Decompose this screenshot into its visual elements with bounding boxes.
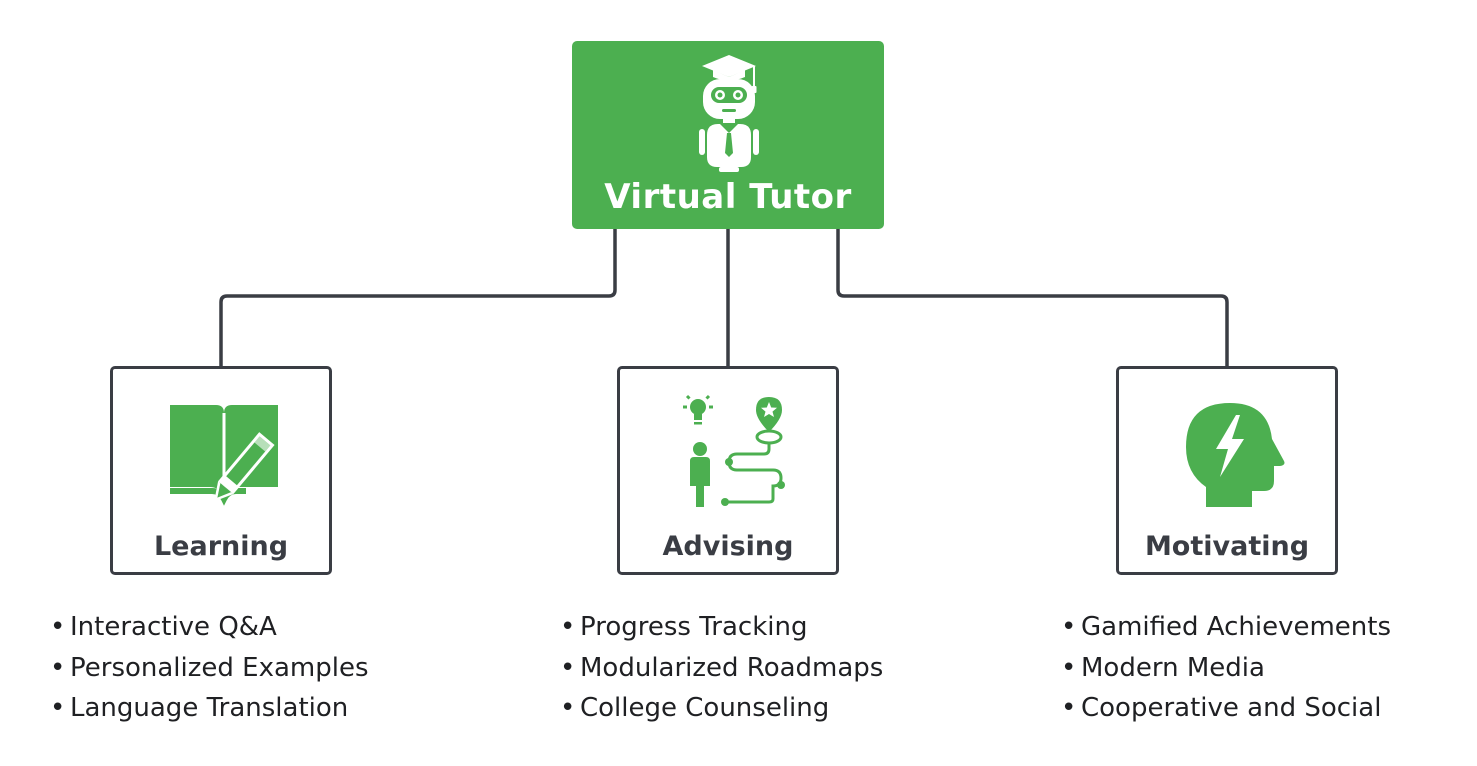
feature-list-motivating: •Gamified Achievements •Modern Media •Co… — [1061, 607, 1391, 729]
book-pencil-icon — [170, 405, 278, 506]
list-item: •Personalized Examples — [50, 652, 369, 683]
roadmap-person-icon — [683, 394, 785, 507]
list-item: •Progress Tracking — [560, 612, 808, 642]
list-item: •Cooperative and Social — [1061, 693, 1382, 723]
branch-title: Advising — [662, 531, 794, 562]
branch-motivating: Motivating — [1116, 366, 1338, 575]
root-node: Virtual Tutor — [572, 41, 884, 229]
branch-advising: Advising — [617, 366, 839, 575]
connector-learning — [219, 229, 617, 366]
feature-list-advising: •Progress Tracking •Modularized Roadmaps… — [560, 607, 883, 729]
list-item: •Language Translation — [50, 693, 349, 723]
branch-title: Motivating — [1144, 531, 1310, 562]
list-item: •Modern Media — [1061, 652, 1265, 683]
branch-learning: Learning — [110, 366, 332, 575]
head-lightning-icon — [1186, 403, 1285, 507]
connector-motivating — [836, 229, 1229, 366]
feature-list-learning: •Interactive Q&A •Personalized Examples … — [50, 607, 369, 729]
list-item: •Gamified Achievements — [1061, 612, 1392, 642]
root-title: Virtual Tutor — [604, 177, 852, 217]
list-item: •College Counseling — [560, 693, 830, 723]
list-item: •Interactive Q&A — [50, 612, 277, 642]
list-item: •Modularized Roadmaps — [560, 652, 884, 683]
robot-tutor-icon — [699, 55, 759, 172]
branch-title: Learning — [153, 531, 289, 562]
